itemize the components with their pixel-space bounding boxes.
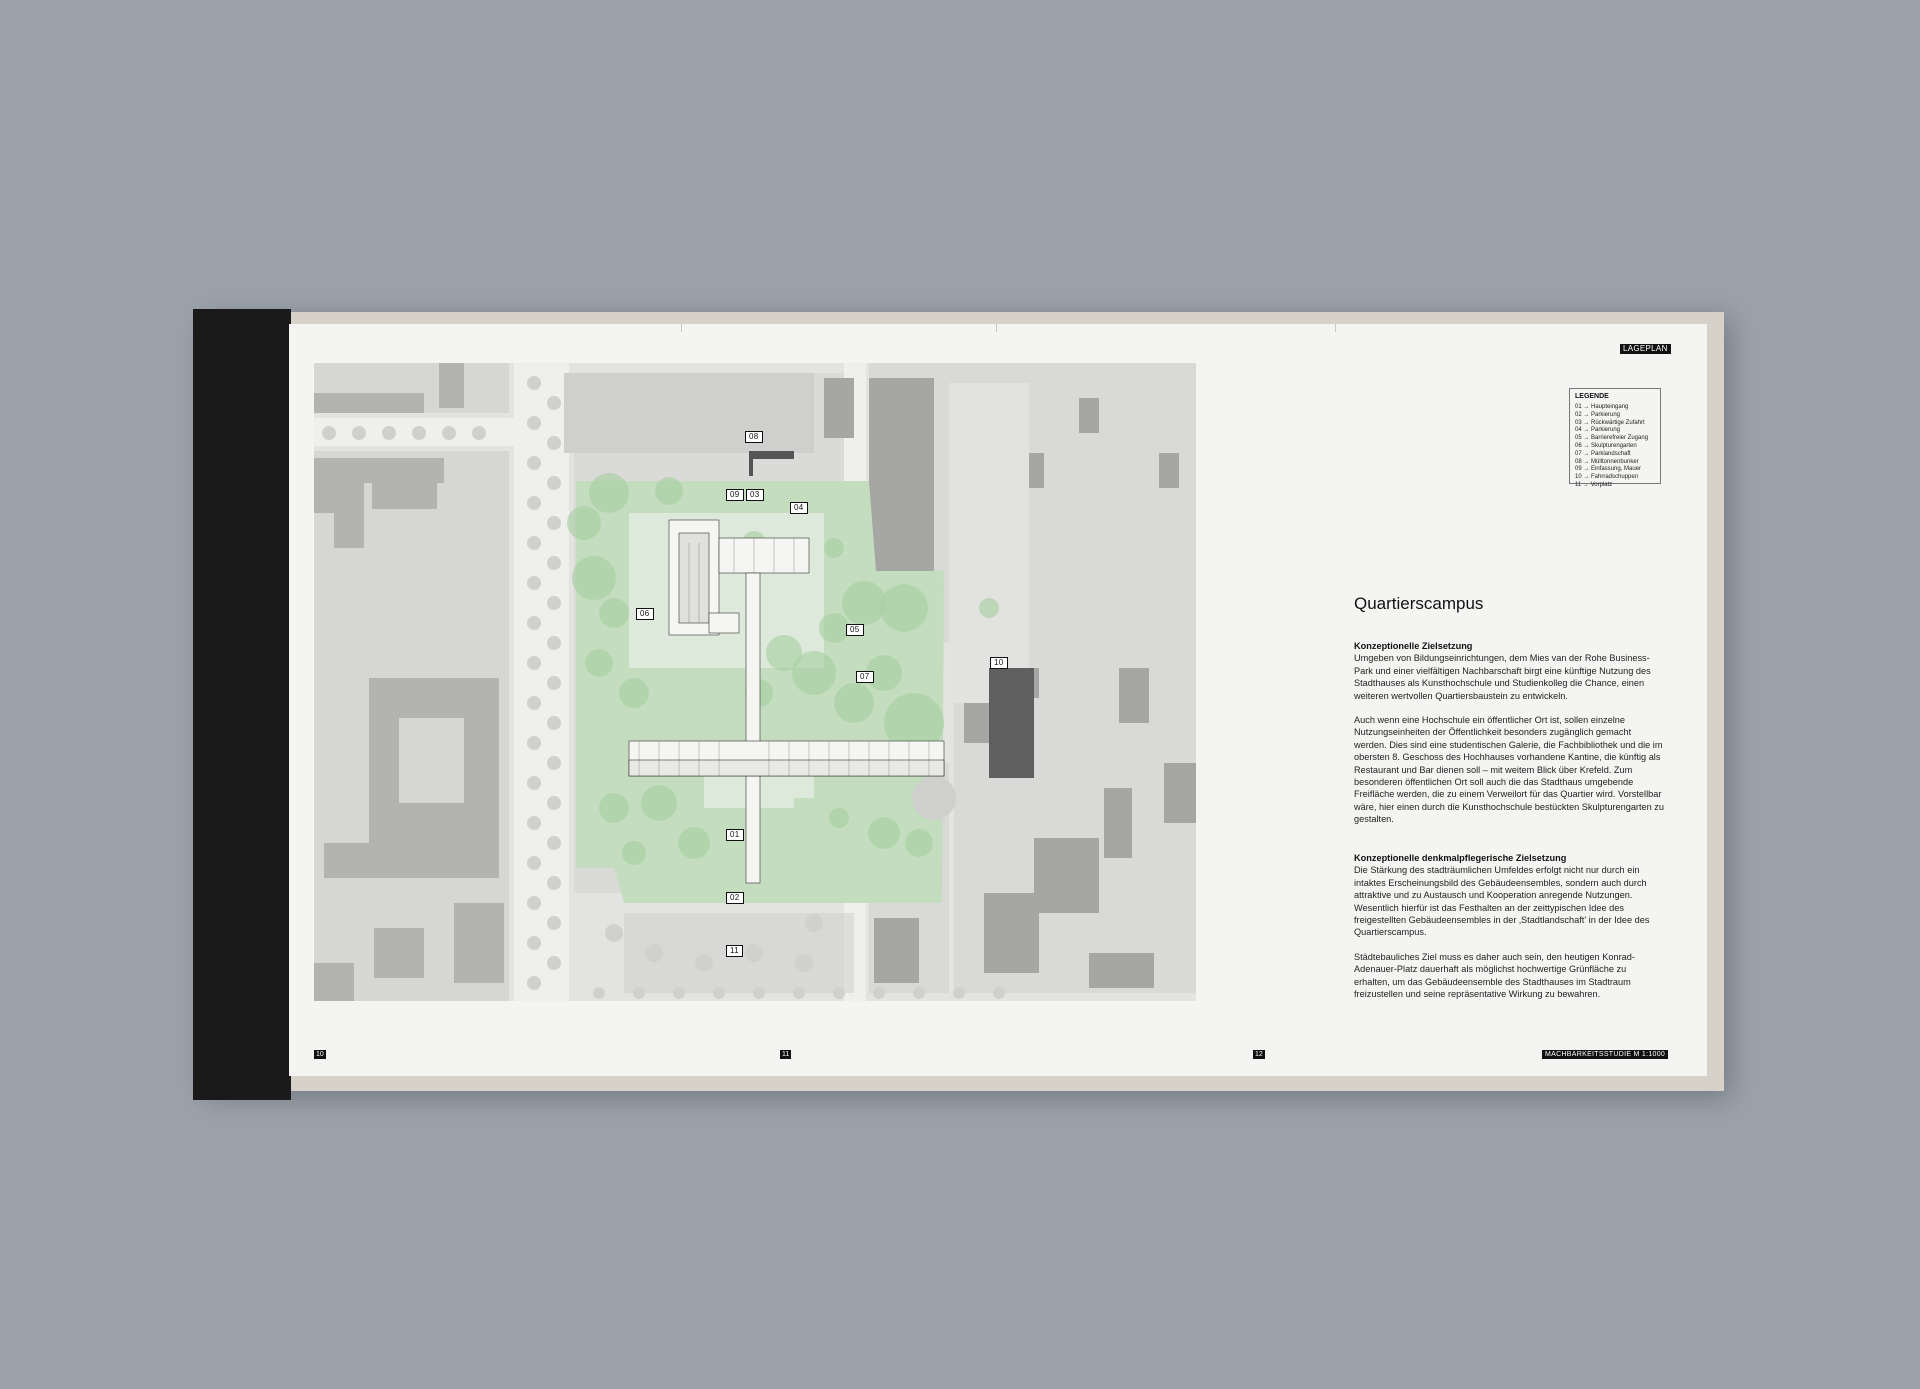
map-label-09: 09 [726, 489, 744, 501]
page-number: 12 [1253, 1050, 1265, 1059]
legend-item: 08 → Mülltonnenbunker [1575, 458, 1639, 465]
map-label-07: 07 [856, 671, 874, 683]
map-label-03: 03 [746, 489, 764, 501]
book-spread: 08 09 03 04 06 05 07 10 01 02 11 LAGEPLA… [289, 324, 1707, 1076]
legend-item: 07 → Parklandschaft [1575, 450, 1631, 457]
section-tag: LAGEPLAN [1620, 344, 1671, 354]
site-plan-drawing [314, 363, 1196, 1001]
legend-item: 11 → Vorplatz [1575, 481, 1613, 488]
section-heading: Konzeptionelle Zielsetzung [1354, 641, 1473, 651]
legend-item: 04 → Parkierung [1575, 427, 1621, 434]
page-number: 11 [780, 1050, 792, 1059]
legend-item: 10 → Fahrradschuppen [1575, 474, 1639, 481]
article-title: Quartierscampus [1354, 594, 1484, 613]
page-fold-mark [1335, 324, 1336, 332]
article-section-1: Konzeptionelle Zielsetzung Umgeben von B… [1354, 640, 1664, 826]
legend-item: 06 → Skulpturengarten [1575, 442, 1637, 449]
paragraph: Die Stärkung des stadträumlichen Umfelde… [1354, 865, 1650, 938]
legend-item: 09 → Einfassung, Mauer [1575, 466, 1642, 473]
section-heading: Konzeptionelle denkmalpflegerische Ziels… [1354, 853, 1567, 863]
map-label-06: 06 [636, 608, 654, 620]
map-label-04: 04 [790, 502, 808, 514]
map-label-05: 05 [846, 624, 864, 636]
map-label-01: 01 [726, 829, 744, 841]
map-label-10: 10 [990, 657, 1008, 669]
paragraph: Umgeben von Bildungseinrichtungen, dem M… [1354, 653, 1651, 701]
page-fold-mark [996, 324, 997, 332]
map-label-11: 11 [726, 945, 743, 957]
scale-tag: MACHBARKEITSSTUDIE M 1:1000 [1542, 1050, 1669, 1059]
legend-item: 05 → Barrierefreier Zugang [1575, 435, 1649, 442]
map-label-02: 02 [726, 892, 744, 904]
map-legend: LEGENDE 01 → Haupteingang 02 → Parkierun… [1569, 388, 1661, 488]
legend-item: 03 → Rückwärtige Zufahrt [1575, 419, 1645, 426]
paragraph: Auch wenn eine Hochschule ein öffentlich… [1354, 715, 1665, 825]
paragraph: Städtebauliches Ziel muss es daher auch … [1354, 951, 1635, 1000]
page-fold-mark [681, 324, 682, 332]
legend-title: LEGENDE [1575, 393, 1609, 400]
site-plan-map: 08 09 03 04 06 05 07 10 01 02 11 [314, 363, 1196, 1001]
map-label-08: 08 [745, 431, 763, 443]
page-number: 10 [314, 1050, 326, 1059]
legend-item: 01 → Haupteingang [1575, 404, 1629, 410]
legend-item: 02 → Parkierung [1575, 411, 1621, 418]
book-spine [193, 309, 291, 1100]
article-section-2: Konzeptionelle denkmalpflegerische Ziels… [1354, 852, 1664, 1000]
